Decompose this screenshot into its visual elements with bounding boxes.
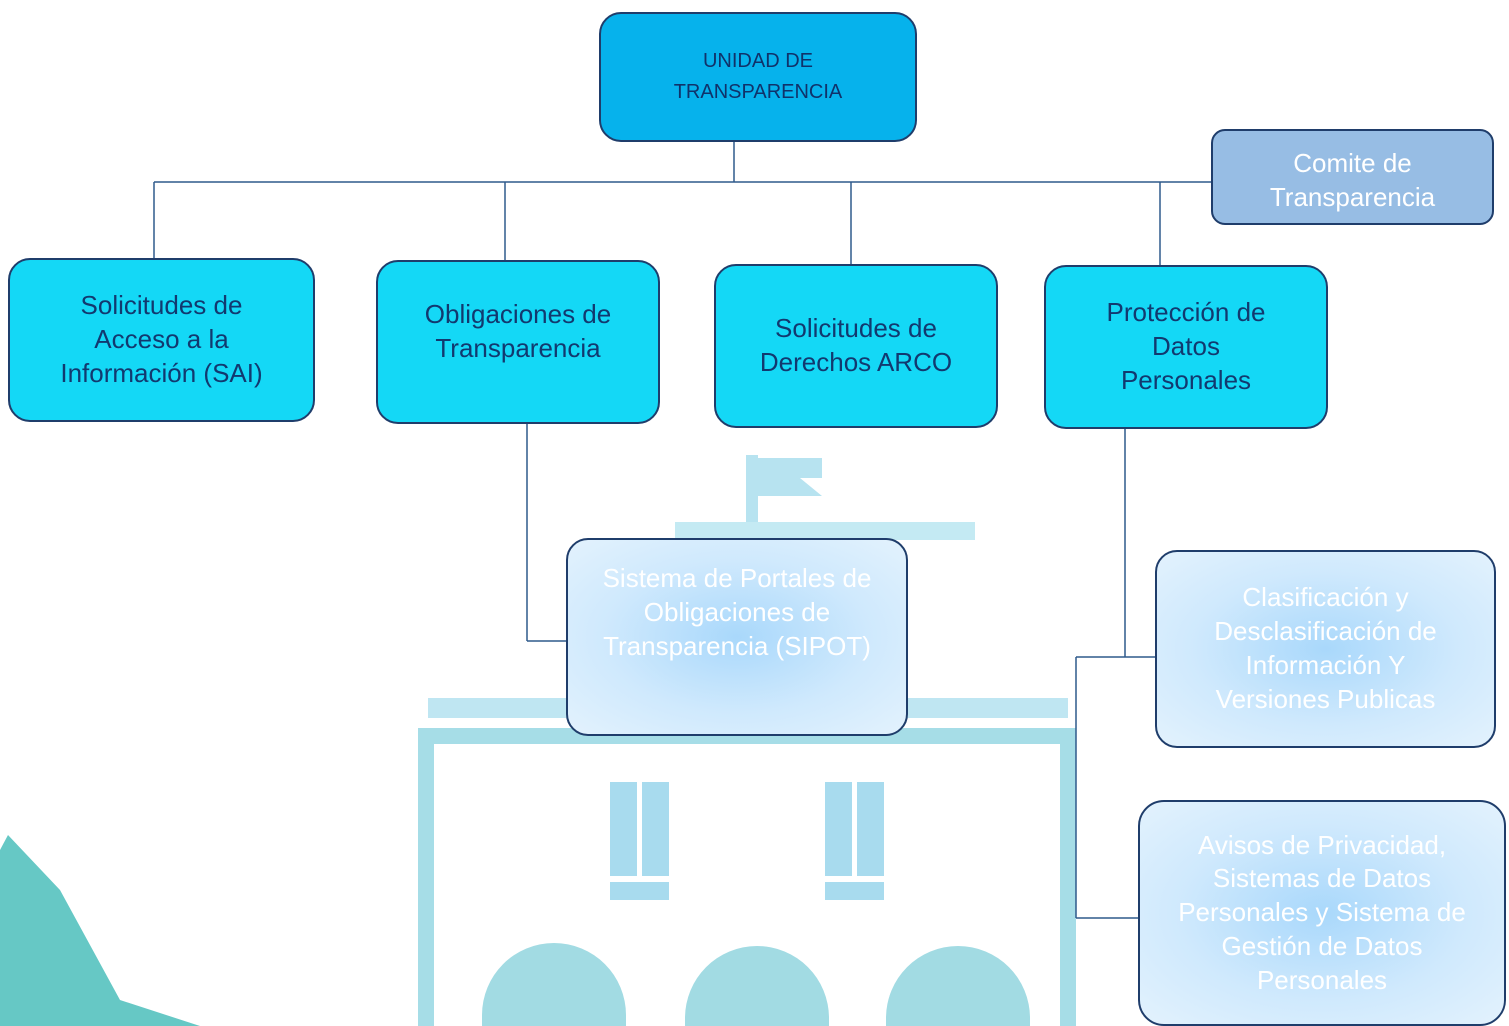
root-label: UNIDAD DE TRANSPARENCIA bbox=[673, 50, 843, 103]
committee-box: Comite de Transparencia bbox=[1211, 129, 1494, 225]
box-obligaciones-transparencia: Obligaciones de Transparencia bbox=[376, 260, 660, 424]
box-derechos-arco: Solicitudes de Derechos ARCO bbox=[714, 264, 998, 428]
box-avisos-privacidad: Avisos de Privacidad, Sistemas de Datos … bbox=[1138, 800, 1506, 1026]
sipot-label: Sistema de Portales de Obligaciones de T… bbox=[602, 563, 872, 661]
box-solicitudes-acceso: Solicitudes de Acceso a la Información (… bbox=[8, 258, 315, 422]
obligaciones-label: Obligaciones de Transparencia bbox=[424, 299, 612, 363]
root-box-unidad-de-transparencia: UNIDAD DE TRANSPARENCIA bbox=[599, 12, 917, 142]
solicitudes-acceso-label: Solicitudes de Acceso a la Información (… bbox=[60, 290, 263, 388]
avisos-label: Avisos de Privacidad, Sistemas de Datos … bbox=[1178, 829, 1466, 995]
box-proteccion-datos: Protección de Datos Personales bbox=[1044, 265, 1328, 429]
committee-label: Comite de Transparencia bbox=[1269, 148, 1436, 212]
derechos-arco-label: Solicitudes de Derechos ARCO bbox=[759, 313, 953, 377]
box-sipot: Sistema de Portales de Obligaciones de T… bbox=[566, 538, 908, 736]
clasificacion-label: Clasificación y Desclasificación de Info… bbox=[1214, 582, 1437, 714]
proteccion-datos-label: Protección de Datos Personales bbox=[1106, 297, 1266, 395]
box-clasificacion: Clasificación y Desclasificación de Info… bbox=[1155, 550, 1496, 748]
